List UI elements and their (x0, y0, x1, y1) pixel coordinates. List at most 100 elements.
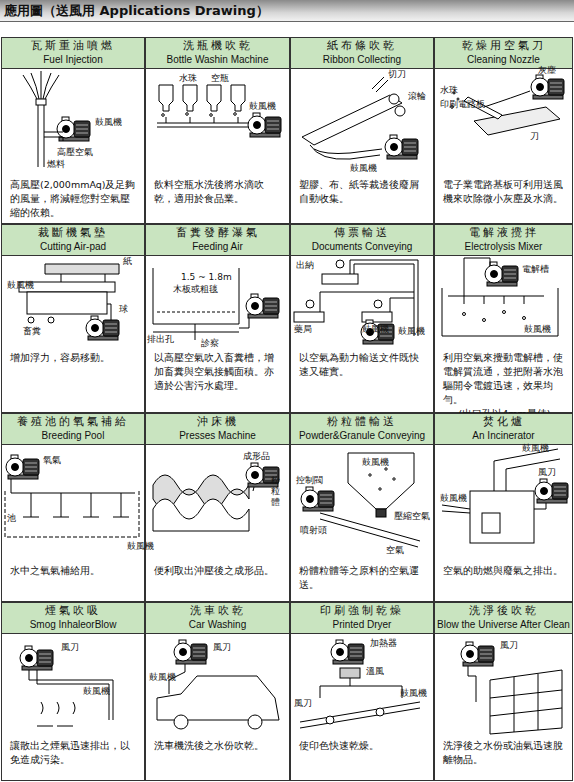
car-art (157, 640, 279, 729)
illustration-use (461, 642, 494, 666)
illustration-use (246, 294, 279, 318)
illustration-use (57, 117, 90, 141)
dryer-art (300, 640, 420, 728)
illustration-path (534, 503, 546, 509)
illustration-path (23, 517, 129, 518)
panel-description-box: 以空氣為動力輸送文件既快速又確實。 (299, 351, 427, 379)
illustration-path (45, 264, 119, 274)
panel-description-box: 使印色快速乾燥。 (299, 739, 427, 753)
part-label: 風刀 (213, 642, 231, 653)
panel-title-zh: 粉粒體輸送 (291, 414, 433, 429)
panel-description: 便利取出沖壓後之成形品。 (154, 564, 283, 578)
panel-description: 以空氣為動力輸送文件既快速又確實。 (299, 351, 427, 379)
panel-title-zh: 焚化爐 (435, 414, 572, 429)
illustration-path (310, 145, 382, 159)
illustration-path (153, 475, 249, 509)
panel-title-zh: 洗瓶機吹乾 (146, 38, 289, 53)
illustration-path (494, 449, 560, 491)
part-label: 出納 (296, 260, 314, 271)
panel-header: 裁斷機氣墊Cutting Air-pad (2, 225, 144, 256)
illustration-path (484, 91, 530, 107)
illustration-path (239, 316, 249, 328)
part-label: 球 (119, 304, 128, 315)
clean-art (461, 642, 562, 734)
illustration-circle (374, 300, 382, 308)
panel-title-en: Feeding Air (146, 240, 289, 253)
part-label: 池 (7, 513, 16, 524)
panel-description: 水中之氧氣補給用。 (10, 564, 138, 578)
application-panel: 沖床機Presses Machine便利取出沖壓後之成形品。 (145, 413, 290, 602)
part-label: 診察 (201, 338, 219, 349)
panel-title-en: Electrolysis Mixer (435, 240, 572, 253)
panel-title-zh: 洗淨後吹乾 (435, 603, 572, 618)
panel-header: 焚化爐An Incinerator (435, 414, 572, 445)
illustration-circle (28, 317, 34, 323)
panel-description-box: 便利取出沖壓後之成形品。 (154, 564, 283, 578)
part-label: 水珠 (440, 85, 458, 96)
illustration-path (61, 274, 105, 282)
part-label: 1.5 ~ 1.8m (181, 272, 232, 283)
panel-title-zh: 沖床機 (146, 414, 289, 429)
panel-title-en: Cleaning Nozzle (435, 53, 572, 66)
illustration-use (485, 262, 518, 286)
illustration-path (23, 71, 59, 99)
illustration-circle (248, 715, 262, 729)
illustration-rect (36, 99, 46, 105)
panel-title-zh: 電解液攪拌 (435, 225, 572, 240)
panel-title-zh: 煙氣吹吸 (2, 603, 144, 618)
illustration-path (107, 304, 111, 320)
panel-header: 洗瓶機吹乾Bottle Washin Machine (146, 38, 289, 69)
illustration-path (474, 107, 560, 135)
panel-header: 紙布條吹乾Ribbon Collecting (291, 38, 433, 69)
part-label: 粉粒體 (271, 475, 282, 508)
illustration-use (531, 75, 564, 99)
panel-title-en: Printed Dryer (291, 618, 433, 631)
illustration-use (20, 646, 53, 670)
panel-header: 洗車吹乾Car Washing (146, 603, 289, 634)
part-label: 風刀 (294, 698, 312, 709)
illustration-path (320, 260, 418, 336)
panel-header: 煙氣吹吸Smog InhaleorBlow (2, 603, 144, 634)
panel-description: 讓散出之煙氣迅速排出，以免造成污染。 (10, 739, 138, 767)
illustration-use (385, 135, 418, 159)
breeding-pool-art (5, 455, 139, 537)
panel-header: 粉粒體輸送Powder&Granule Conveying (291, 414, 433, 445)
air-pad-art (19, 264, 119, 340)
panel-title-en: Ribbon Collecting (291, 53, 433, 66)
panel-description-box: 增加浮力，容易移動。 (10, 351, 138, 365)
illustration-circle (162, 114, 165, 117)
part-label: 空瓶 (211, 73, 229, 84)
panel-title-zh: 裁斷機氣墊 (2, 225, 144, 240)
panel-title-en: Cutting Air-pad (2, 240, 144, 253)
page-title: 應用圖（送風用 Applications Drawing） (0, 0, 574, 22)
illustration-path (348, 453, 414, 509)
panel-title-zh: 印刷強制乾燥 (291, 603, 433, 618)
part-label: 風刀 (61, 642, 79, 653)
illustration-rect (376, 509, 386, 517)
bottle-washer-art (157, 85, 281, 137)
panel-title-zh: 畜糞發酵瀑氣 (146, 225, 289, 240)
application-panel: 焚化爐An Incinerator 空氣的助燃與廢氣之排出。 (434, 413, 573, 602)
panel-title-en: Car Washing (146, 618, 289, 631)
illustration-path (5, 491, 139, 537)
illustration-circle (210, 114, 213, 117)
panel-description-box: 高風壓(2,000mmAq)及足夠的風量，將減輕您對空氣壓縮的依賴。 (10, 178, 138, 220)
part-label: 畜糞 (23, 326, 41, 337)
part-label: 印刷電路板 (440, 99, 485, 110)
part-label: 紙 (123, 256, 132, 267)
panel-description-box: 水中之氧氣補給用。 (10, 564, 138, 578)
application-panel: 紙布條吹乾Ribbon Collecting塑膠、布、紙等裁邊後廢屑自動收集。 (290, 37, 434, 224)
panel-description-box: 空氣的助燃與廢氣之排出。 (443, 564, 566, 578)
panel-description-box: 利用空氣來攪動電解槽，使電解質流通，並把附著水泡驅開令電鍍迅速，效果均勻。(出口… (443, 351, 566, 421)
panel-description: 增加浮力，容易移動。 (10, 351, 138, 365)
illustration-circle (379, 488, 381, 490)
illustration-circle (376, 708, 384, 716)
panel-header: 乾燥用空氣刀Cleaning Nozzle (435, 38, 572, 69)
illustration-circle (369, 474, 371, 476)
illustration-rect (340, 668, 360, 678)
panel-description-box: 洗車機洗後之水份吹乾。 (154, 739, 283, 753)
part-label: 鼓風機 (522, 443, 549, 454)
application-panel: 洗瓶機吹乾Bottle Washin Machine飲料空瓶水洗後將水滴吹乾，適… (145, 37, 290, 224)
application-panel: 養殖池的氧氣補給Breeding Pool水中之氧氣補給用。 (1, 413, 145, 602)
